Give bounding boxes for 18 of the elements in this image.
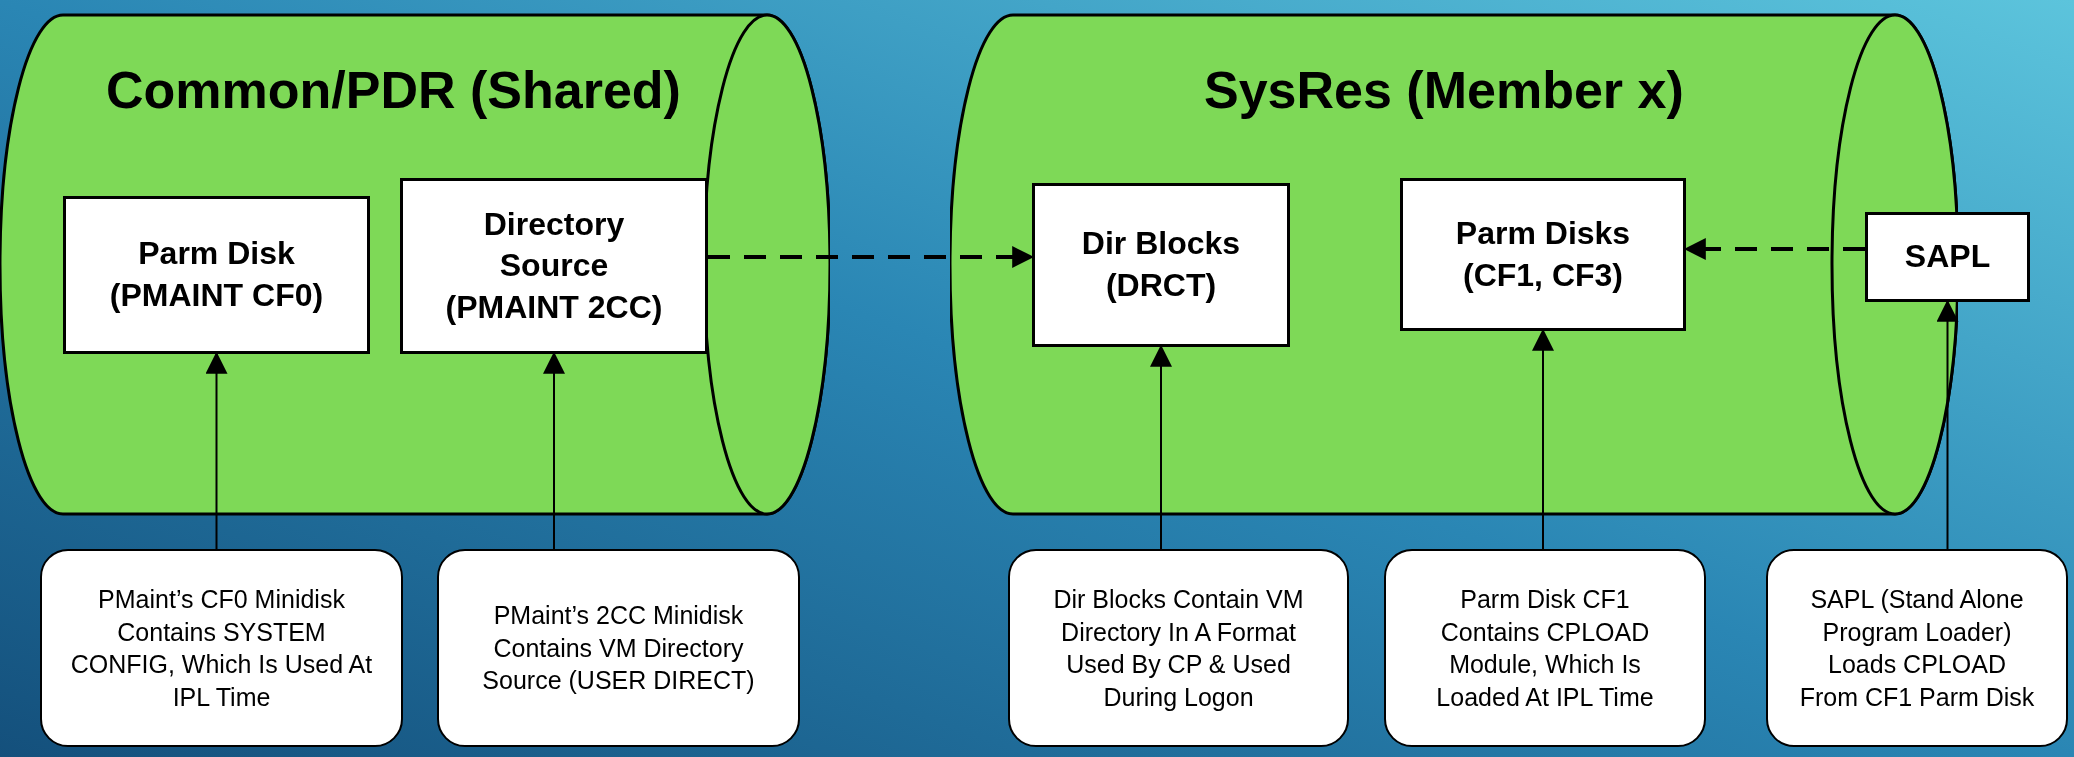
callout-box: PMaint’s CF0 Minidisk Contains SYSTEM CONFIG, Which Is Used At IPL Time <box>40 549 403 747</box>
callout-box: PMaint’s 2CC Minidisk Contains VM Directory Source (USER DIRECT) <box>437 549 800 747</box>
arrow <box>1150 344 1172 550</box>
callout-box: SAPL (Stand Alone Program Loader) Loads CPLOAD From CF1 Parm Disk <box>1766 549 2068 747</box>
callout-box: Parm Disk CF1 Contains CPLOAD Module, Which Is Loaded At IPL Time <box>1384 549 1706 747</box>
callout-box: Dir Blocks Contain VM Directory In A Format Used By CP & Used During Logon <box>1008 549 1349 747</box>
process-box: Parm Disk (PMAINT CF0) <box>63 196 370 354</box>
dashed-arrow <box>1683 238 1865 260</box>
arrow <box>543 351 565 550</box>
cylinder-heading: Common/PDR (Shared) <box>106 60 681 121</box>
dashed-arrow <box>708 246 1035 268</box>
process-box: SAPL <box>1865 212 2030 302</box>
process-box: Directory Source (PMAINT 2CC) <box>400 178 708 354</box>
cylinder-heading: SysRes (Member x) <box>1204 60 1684 121</box>
process-box: Parm Disks (CF1, CF3) <box>1400 178 1686 331</box>
process-box: Dir Blocks (DRCT) <box>1032 183 1290 347</box>
arrow <box>205 351 228 550</box>
arrow <box>1532 328 1554 550</box>
